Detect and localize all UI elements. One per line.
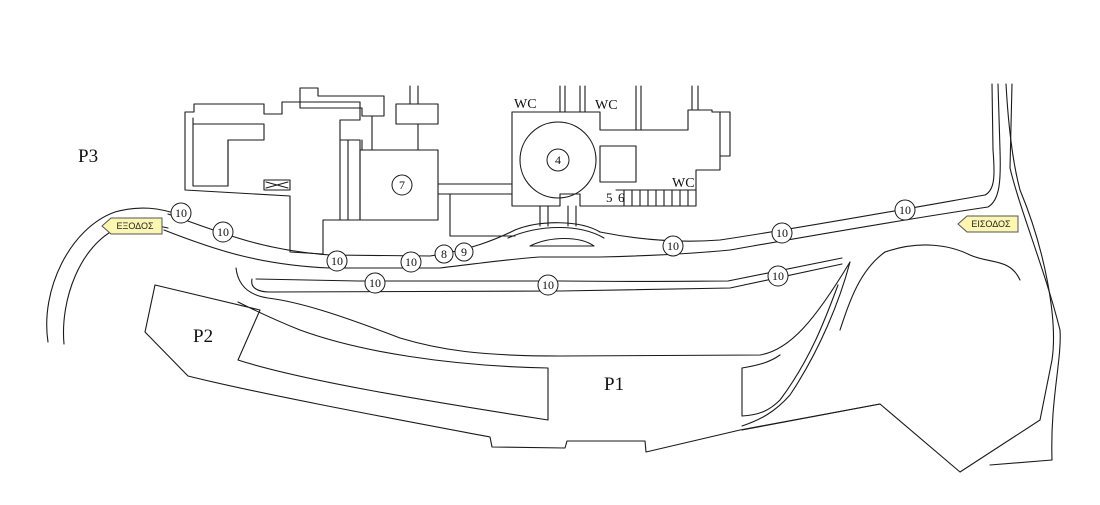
wc-label: WC — [672, 176, 695, 191]
exit-sign-arrow — [101, 217, 163, 235]
point-9-marker: 9 — [454, 242, 474, 262]
svg-text:10: 10 — [899, 203, 911, 217]
path-10-marker: 10 — [400, 251, 422, 273]
parking-p1-label: P1 — [604, 374, 624, 395]
path-10-marker: 10 — [170, 202, 192, 224]
svg-text:9: 9 — [461, 245, 467, 259]
building-5-label: 5 — [606, 190, 613, 205]
path-10-marker: 10 — [364, 272, 386, 294]
building-7-marker: 7 — [391, 174, 413, 196]
building-6-label: 6 — [618, 190, 625, 205]
svg-text:10: 10 — [772, 269, 784, 283]
svg-text:10: 10 — [175, 206, 187, 220]
svg-text:ΕΙΣΟΔΟΣ: ΕΙΣΟΔΟΣ — [971, 219, 1011, 229]
svg-text:ΕΞΟΔΟΣ: ΕΞΟΔΟΣ — [116, 221, 153, 231]
svg-text:10: 10 — [667, 239, 679, 253]
svg-text:4: 4 — [555, 153, 561, 167]
path-10-marker: 10 — [894, 199, 916, 221]
svg-text:10: 10 — [542, 278, 554, 292]
path-10-marker: 10 — [212, 221, 234, 243]
path-10-marker: 10 — [767, 265, 789, 287]
path-10-marker: 10 — [326, 250, 348, 272]
west-building-complex — [184, 85, 516, 255]
parking-p3-label: P3 — [78, 146, 98, 167]
svg-text:7: 7 — [399, 178, 405, 192]
svg-text:8: 8 — [441, 247, 447, 261]
entrance-sign-arrow — [957, 215, 1019, 233]
path-10-marker: 10 — [537, 274, 559, 296]
svg-text:10: 10 — [369, 276, 381, 290]
svg-text:10: 10 — [776, 226, 788, 240]
svg-text:10: 10 — [405, 255, 417, 269]
central-building-complex — [507, 85, 731, 247]
path-10-marker: 10 — [771, 222, 793, 244]
entrance-sign: ΕΙΣΟΔΟΣ — [957, 215, 1019, 233]
path-10-marker: 10 — [662, 235, 684, 257]
parking-p2-label: P2 — [193, 326, 213, 347]
road-network — [46, 83, 1061, 473]
point-8-marker: 8 — [434, 244, 454, 264]
building-4-marker: 4 — [546, 148, 570, 172]
exit-sign: ΕΞΟΔΟΣ — [101, 217, 163, 235]
svg-text:10: 10 — [217, 225, 229, 239]
svg-text:10: 10 — [331, 254, 343, 268]
wc-label: WC — [514, 97, 537, 112]
wc-label: WC — [595, 98, 618, 113]
